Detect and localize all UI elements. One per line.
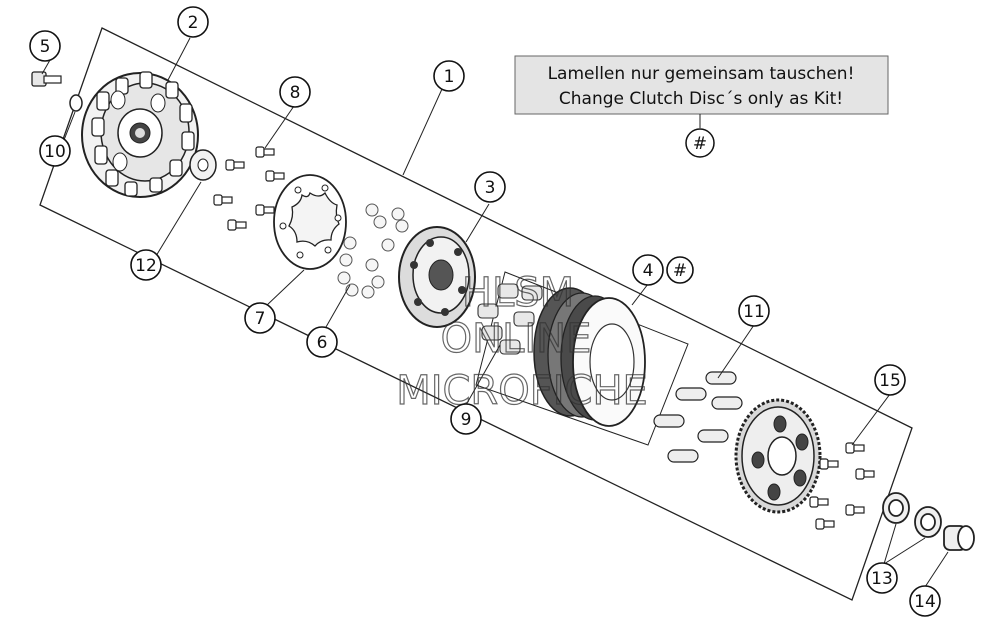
clutch-springs xyxy=(477,283,543,355)
callout-6: 6 xyxy=(306,326,338,358)
callout-2: 2 xyxy=(177,6,209,38)
leader-lines xyxy=(41,37,949,588)
note-line-english: Change Clutch Disc´s only as Kit! xyxy=(559,89,843,109)
bushing xyxy=(943,525,975,551)
clutch-disc-pack xyxy=(533,287,646,427)
callout-10: 10 xyxy=(39,135,71,167)
watermark-line-3: MICROFICHE xyxy=(396,368,648,414)
watermark: HLSM ONLINE MICROFICHE xyxy=(396,269,649,414)
svg-text:15: 15 xyxy=(879,371,901,391)
watermark-line-1: HLSM xyxy=(462,270,574,316)
svg-text:11: 11 xyxy=(743,302,765,322)
callout-11: 11 xyxy=(738,295,770,327)
callout-13: 13 xyxy=(866,562,898,594)
callout-4-kit-marker: # xyxy=(666,256,694,284)
pins xyxy=(653,371,743,463)
svg-text:1: 1 xyxy=(444,67,455,87)
svg-text:4: 4 xyxy=(643,261,654,281)
svg-text:14: 14 xyxy=(914,592,936,612)
note-box: Lamellen nur gemeinsam tauschen! Change … xyxy=(514,55,889,158)
callout-14: 14 xyxy=(909,585,941,617)
basket-bolt xyxy=(31,71,62,87)
svg-text:3: 3 xyxy=(485,178,496,198)
callout-3: 3 xyxy=(474,171,506,203)
svg-text:#: # xyxy=(673,261,687,281)
svg-text:5: 5 xyxy=(40,37,51,57)
outer-clutch-basket xyxy=(81,71,199,198)
svg-text:9: 9 xyxy=(461,410,472,430)
svg-text:10: 10 xyxy=(44,142,66,162)
primary-gear xyxy=(734,398,822,514)
plate-screws xyxy=(213,146,285,231)
thrust-washer xyxy=(189,149,217,181)
callout-5: 5 xyxy=(29,30,61,62)
svg-text:6: 6 xyxy=(317,333,328,353)
callout-7: 7 xyxy=(244,302,276,334)
note-line-german: Lamellen nur gemeinsam tauschen! xyxy=(548,64,855,84)
balls xyxy=(337,203,409,299)
svg-text:8: 8 xyxy=(290,83,301,103)
callout-4: 4 xyxy=(632,254,664,286)
svg-text:2: 2 xyxy=(188,13,199,33)
svg-text:7: 7 xyxy=(255,309,266,329)
retaining-plate xyxy=(273,174,347,270)
callout-1: 1 xyxy=(433,60,465,92)
watermark-line-2: ONLINE xyxy=(441,316,592,362)
svg-text:13: 13 xyxy=(871,569,893,589)
inner-clutch-hub xyxy=(398,226,476,328)
needle-bearings xyxy=(882,492,942,538)
gear-screws xyxy=(809,442,875,530)
callout-15: 15 xyxy=(874,364,906,396)
callout-9: 9 xyxy=(450,403,482,435)
callout-8: 8 xyxy=(279,76,311,108)
svg-text:12: 12 xyxy=(135,256,157,276)
bolt-washer xyxy=(69,94,83,112)
callout-12: 12 xyxy=(130,249,162,281)
note-kit-marker: # xyxy=(693,134,707,154)
